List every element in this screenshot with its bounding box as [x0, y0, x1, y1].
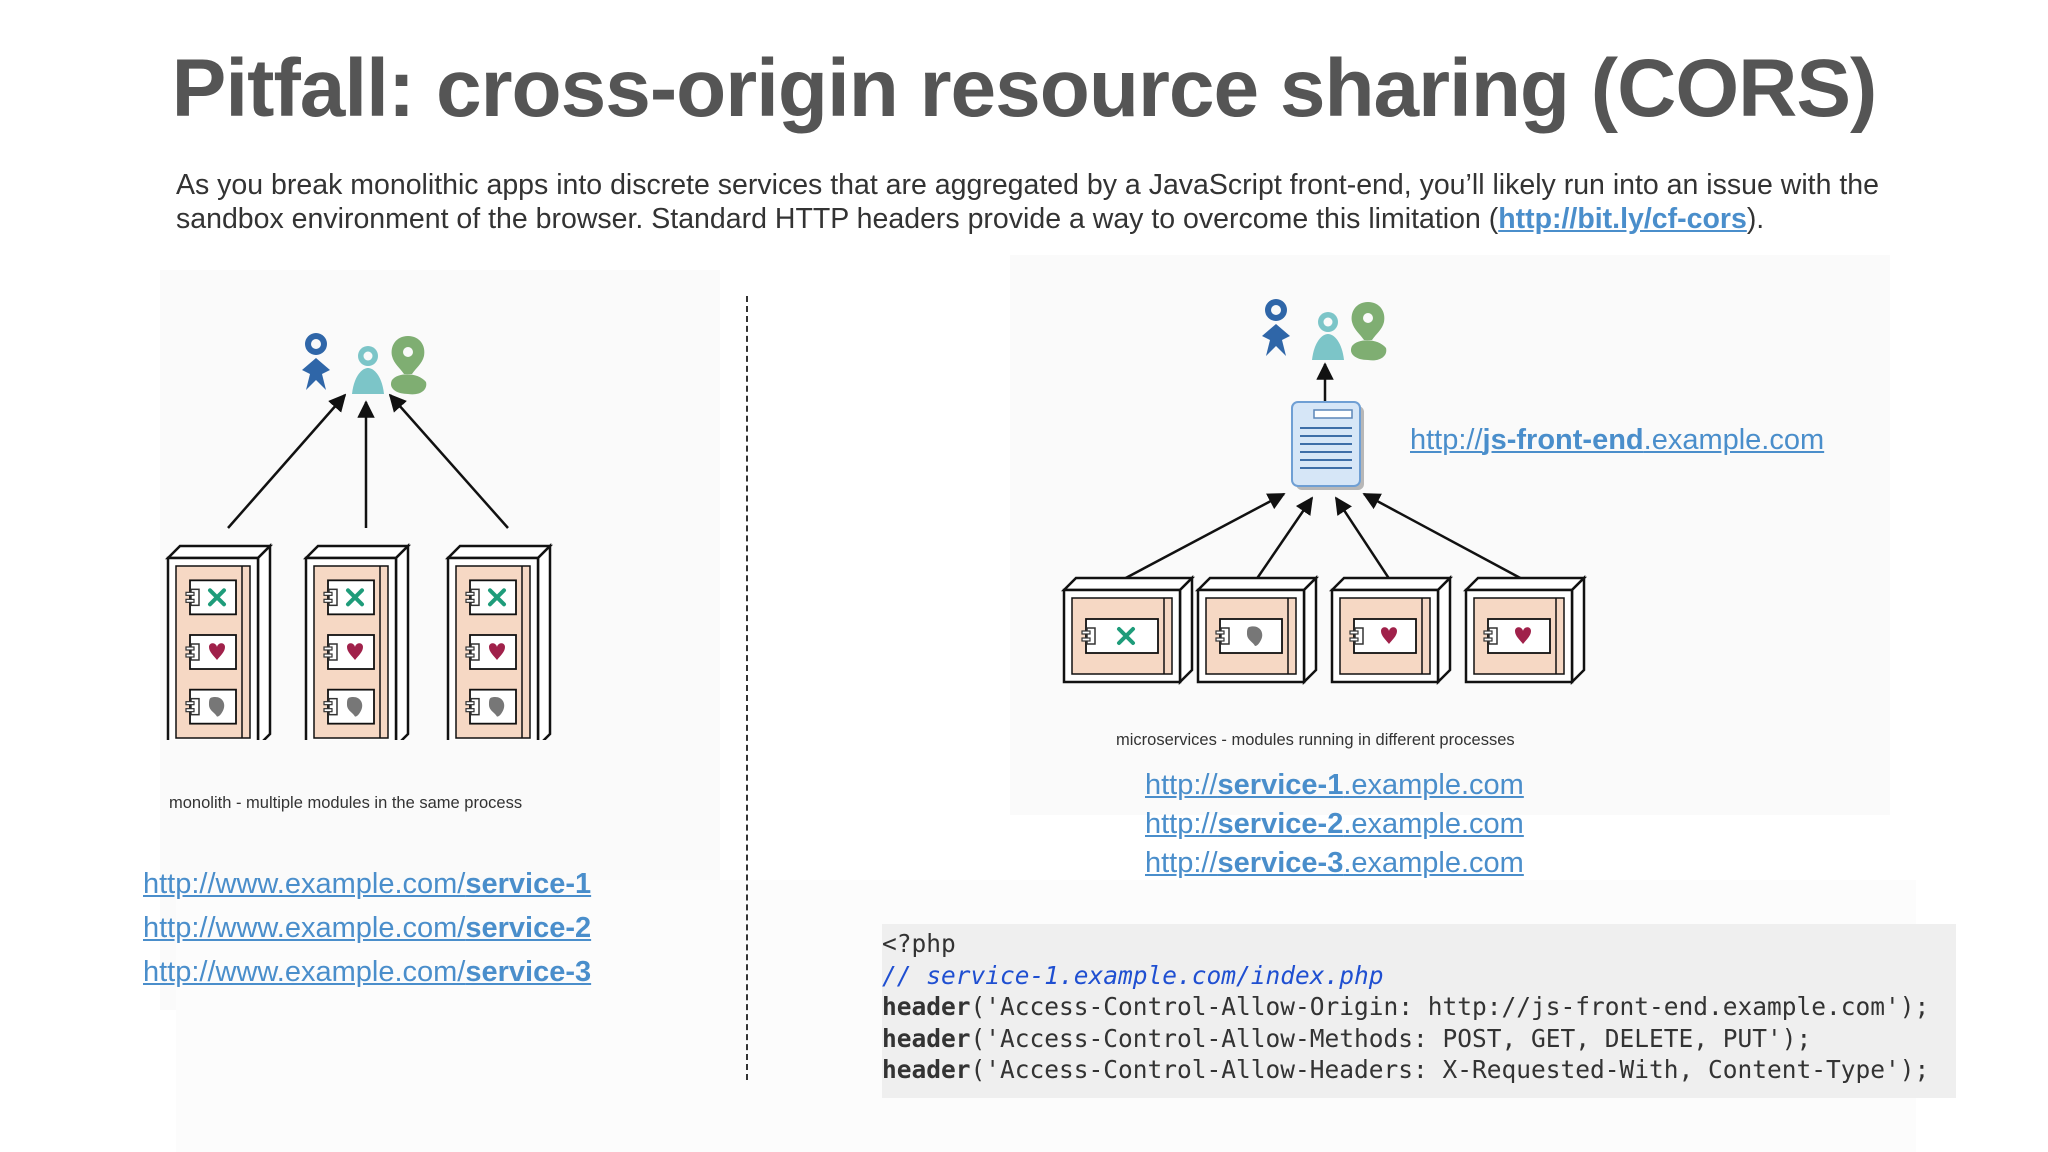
users-icon — [1262, 299, 1387, 361]
arrow-3 — [388, 393, 509, 529]
intro-paragraph: As you break monolithic apps into discre… — [176, 168, 1896, 236]
monolith-link-3[interactable]: http://www.example.com/service-3 — [143, 956, 592, 988]
monolith-links: http://www.example.com/service-1 http://… — [143, 862, 591, 994]
server-icon — [164, 542, 274, 740]
intro-text: As you break monolithic apps into discre… — [176, 169, 1879, 235]
microservices-diagram — [1060, 299, 1588, 686]
server-icon — [1462, 574, 1588, 686]
arrow-1 — [227, 393, 347, 529]
microservice-link-1[interactable]: http://service-1.example.com — [1145, 769, 1524, 801]
server-icon — [302, 542, 412, 740]
front-end-link-wrap: http://js-front-end.example.com — [1410, 418, 1824, 462]
cors-reference-link[interactable]: http://bit.ly/cf-cors — [1498, 203, 1747, 235]
microservices-caption: microservices - modules running in diffe… — [1116, 731, 1515, 749]
users-icon — [302, 333, 427, 395]
server-icon — [1194, 574, 1320, 686]
server-icon — [1060, 574, 1196, 686]
code-line-1: header('Access-Control-Allow-Origin: htt… — [882, 992, 1930, 1021]
code-comment: // service-1.example.com/index.php — [882, 960, 1384, 990]
monolith-link-2[interactable]: http://www.example.com/service-2 — [143, 912, 592, 944]
code-open-tag: <?php — [882, 929, 956, 958]
microservices-links: http://service-1.example.com http://serv… — [1145, 766, 1524, 883]
server-icon — [444, 542, 554, 740]
microservices-panel — [1010, 255, 1890, 815]
microservice-link-3[interactable]: http://service-3.example.com — [1145, 847, 1524, 879]
document-icon — [1291, 401, 1364, 490]
monolith-caption: monolith - multiple modules in the same … — [169, 794, 523, 812]
code-line-3: header('Access-Control-Allow-Headers: X-… — [882, 1055, 1930, 1084]
slide-title: Pitfall: cross-origin resource sharing (… — [171, 43, 1878, 134]
code-line-2: header('Access-Control-Allow-Methods: PO… — [882, 1023, 1812, 1053]
monolith-diagram — [164, 333, 554, 740]
dashed-divider — [746, 296, 748, 1080]
microservice-link-2[interactable]: http://service-2.example.com — [1145, 808, 1524, 840]
front-end-link[interactable]: http://js-front-end.example.com — [1410, 424, 1825, 456]
intro-end: ). — [1746, 203, 1765, 235]
monolith-link-1[interactable]: http://www.example.com/service-1 — [143, 868, 592, 900]
server-icon — [1328, 574, 1454, 686]
